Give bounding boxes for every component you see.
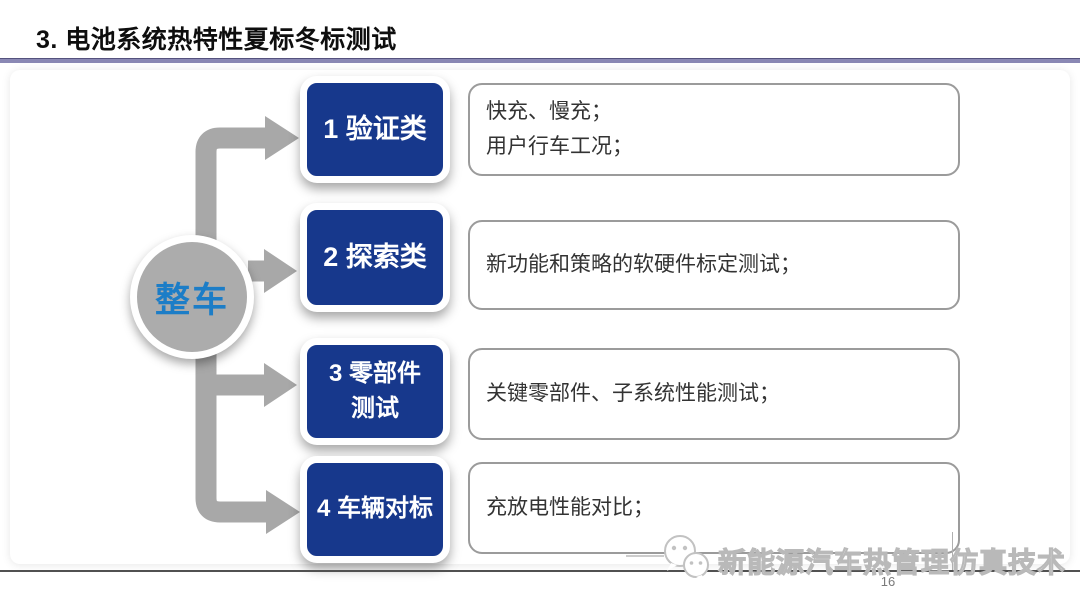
node-vehicle-benchmark: 4 车辆对标 xyxy=(300,456,450,563)
description-box-vehicle-benchmark: 充放电性能对比； xyxy=(468,462,960,554)
node-label: 2 探索类 xyxy=(323,241,427,272)
title-underline xyxy=(0,58,1080,63)
wechat-logo-icon xyxy=(664,535,709,582)
description-box-validation: 快充、慢充； 用户行车工况； xyxy=(468,83,960,176)
node-component-test: 3 零部件 测试 xyxy=(300,338,450,445)
watermark-text: 新能源汽车热管理仿真技术 xyxy=(717,546,1067,578)
description-box-component-test: 关键零部件、子系统性能测试； xyxy=(468,348,960,440)
node-label: 3 零部件 测试 xyxy=(328,359,421,422)
node-label: 4 车辆对标 xyxy=(316,495,433,523)
watermark-dash xyxy=(626,555,664,557)
page-number: 16 xyxy=(880,574,896,589)
bottom-divider xyxy=(0,570,1080,572)
root-node-label: 整车 xyxy=(154,280,229,320)
description-text: 关键零部件、子系统性能测试； xyxy=(486,381,780,405)
description-box-exploration: 新功能和策略的软硬件标定测试； xyxy=(468,220,960,310)
node-validation: 1 验证类 xyxy=(300,76,450,183)
description-text: 充放电性能对比； xyxy=(486,495,654,519)
description-text: 快充、慢充； 用户行车工况； xyxy=(486,99,633,158)
root-node-whole-vehicle: 整车 xyxy=(130,235,254,359)
watermark-tick xyxy=(952,532,953,570)
description-text: 新功能和策略的软硬件标定测试； xyxy=(486,252,801,276)
node-label: 1 验证类 xyxy=(323,113,427,144)
node-exploration: 2 探索类 xyxy=(300,203,450,312)
page-title: 3. 电池系统热特性夏标冬标测试 xyxy=(36,26,397,54)
